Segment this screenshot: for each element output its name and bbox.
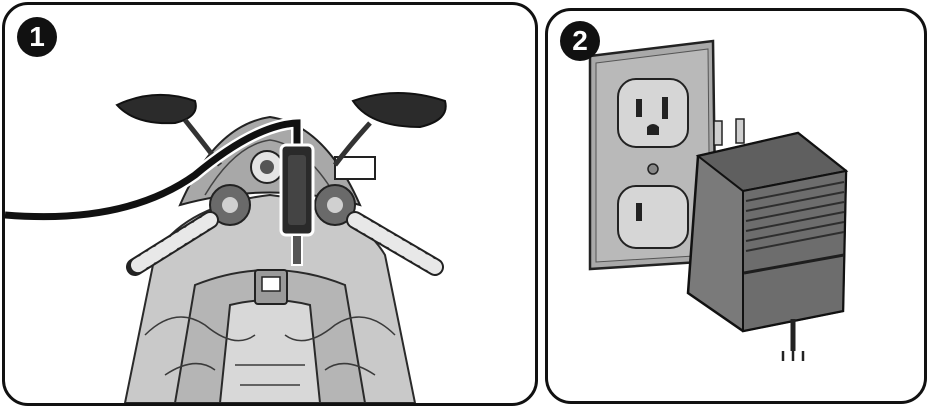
step-1-badge: 1 (17, 17, 57, 57)
step-2-panel: 2 (545, 8, 927, 404)
step-1-panel: 1 (2, 2, 538, 406)
wall-outlet-adapter-illustration (548, 11, 924, 401)
motorcycle-illustration (5, 5, 535, 403)
step-2-badge: 2 (560, 21, 600, 61)
